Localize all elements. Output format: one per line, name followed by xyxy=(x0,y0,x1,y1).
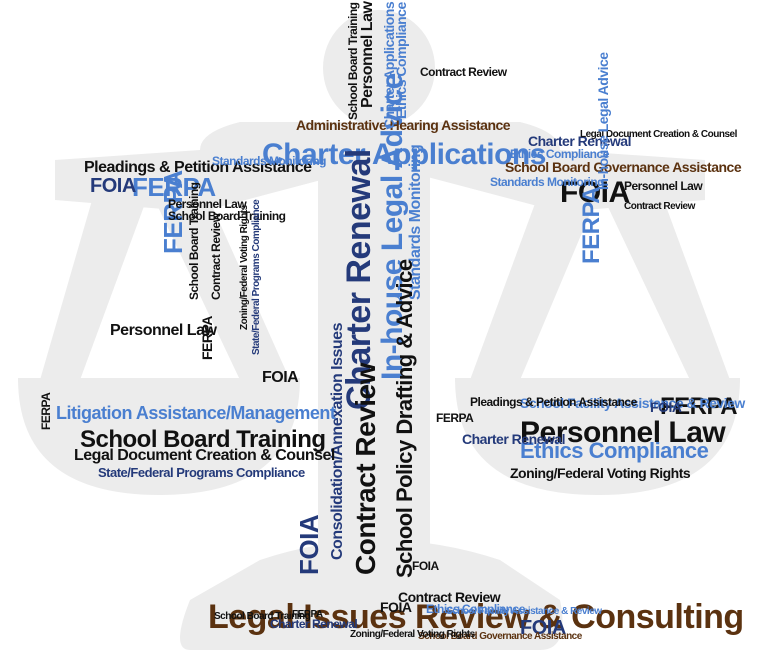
cloud-word: FERPA xyxy=(292,609,323,620)
cloud-word: Zoning/Federal Voting Rights xyxy=(350,629,475,640)
cloud-word: Consolidation/Annexation Issues xyxy=(329,323,346,560)
cloud-word: FERPA xyxy=(660,393,738,420)
cloud-word: Charter Applications xyxy=(262,138,546,171)
cloud-word: School Board Governance Assistance xyxy=(505,159,742,175)
cloud-word: Ethics Compliance xyxy=(520,438,709,463)
cloud-word: Zoning/Federal Voting Rights xyxy=(239,205,250,330)
cloud-word: Personnel Law xyxy=(110,322,217,339)
cloud-word: Pleadings & Petition Assistance xyxy=(470,395,637,409)
cloud-word: State/Federal Programs Compliance xyxy=(98,465,305,480)
cloud-word: Contract Review xyxy=(624,201,695,212)
cloud-word: Contract Review xyxy=(350,363,381,575)
cloud-word: Charter Renewal xyxy=(528,133,631,149)
cloud-word: School Board Training xyxy=(346,2,360,120)
cloud-word: FOIA xyxy=(560,176,630,209)
cloud-word: FOIA xyxy=(520,617,566,639)
cloud-word: Charter Renewal xyxy=(270,617,358,631)
cloud-word: In-house Legal Advice xyxy=(595,52,611,190)
cloud-word: Personnel Law xyxy=(168,197,247,211)
cloud-word: Ethics Compliance xyxy=(510,147,609,161)
cloud-word: School Policy Drafting & Advice xyxy=(392,259,417,578)
cloud-word: FERPA xyxy=(132,172,216,202)
cloud-word: State/Federal Programs Compliance xyxy=(251,199,262,355)
cloud-word: School Board Governance Assistance xyxy=(418,631,582,642)
cloud-word: FERPA xyxy=(436,411,474,425)
cloud-word: FOIA xyxy=(650,399,682,415)
cloud-word: School Board Training xyxy=(214,611,311,622)
cloud-word: Personnel Law xyxy=(520,416,726,449)
cloud-word: Litigation Assistance/Management xyxy=(56,403,336,423)
cloud-word: Pleadings & Petition Assistance xyxy=(84,159,312,176)
cloud-word: School Facility Assistance & Review xyxy=(446,606,602,617)
cloud-word: Contract Review xyxy=(398,589,501,605)
cloud-word: Standards Monitoring xyxy=(490,175,605,189)
cloud-word: School Board Training xyxy=(80,426,326,453)
cloud-word: Legal Document Creation & Counsel xyxy=(580,129,737,140)
cloud-word: Ethics Compliance xyxy=(426,602,525,616)
cloud-word: FOIA xyxy=(90,175,136,197)
cloud-word: FOIA xyxy=(294,514,324,575)
cloud-word: FERPA xyxy=(578,186,605,264)
cloud-word: Standards Monitoring xyxy=(212,154,327,168)
cloud-word: School Board Training xyxy=(187,182,201,300)
cloud-word: FERPA xyxy=(199,316,215,360)
cloud-word: Legal Document Creation & Counsel xyxy=(74,447,335,464)
cloud-word: Personnel Law xyxy=(359,2,376,109)
cloud-word: School Board Training xyxy=(168,209,286,223)
cloud-word: FERPA xyxy=(39,392,53,430)
cloud-word: Contract Review xyxy=(209,213,223,300)
cloud-word: FOIA xyxy=(380,599,412,615)
cloud-word: Contract Review xyxy=(420,65,507,79)
cloud-word: Charter Renewal xyxy=(462,431,565,447)
cloud-word: Ethics Compliance xyxy=(393,2,409,119)
cloud-word: FOIA xyxy=(412,559,439,573)
cloud-word: Administrative Hearing Assistance xyxy=(296,117,511,133)
cloud-word: FOIA xyxy=(262,369,299,386)
cloud-word: Legal Issues Review & Consulting xyxy=(208,598,744,636)
cloud-word: School Facility Assistance & Review xyxy=(520,395,745,411)
cloud-word: Personnel Law xyxy=(624,179,703,193)
cloud-word: Zoning/Federal Voting Rights xyxy=(510,465,691,481)
